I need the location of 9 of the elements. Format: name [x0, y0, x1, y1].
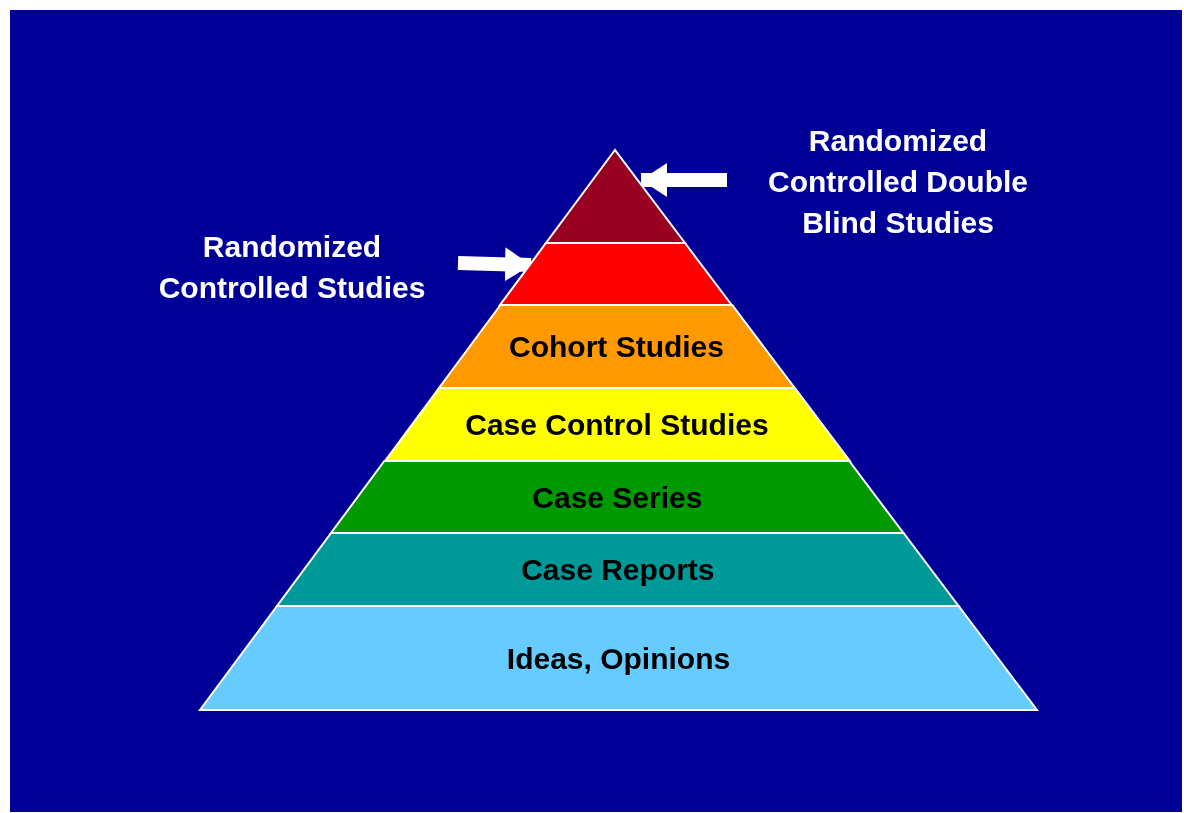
- arrow: [457, 247, 532, 282]
- level-label: Cohort Studies: [509, 329, 724, 365]
- callout-text: Randomized Controlled Studies: [127, 226, 457, 308]
- level-label: Case Reports: [521, 552, 715, 588]
- callout-text: Randomized Controlled Double Blind Studies: [743, 120, 1053, 243]
- level-label: Case Series: [532, 479, 703, 516]
- level-label: Ideas, Opinions: [506, 640, 731, 677]
- arrow: [641, 163, 727, 197]
- level-label: Case Control Studies: [465, 407, 769, 443]
